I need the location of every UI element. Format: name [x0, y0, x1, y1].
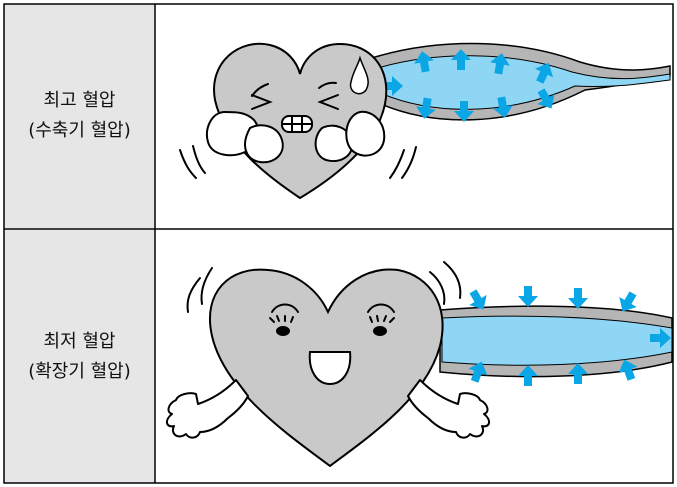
label-diastolic: 최저 혈압 (확장기 혈압): [4, 230, 155, 483]
label-diastolic-title: 최저 혈압: [44, 327, 116, 357]
label-systolic: 최고 혈압 (수축기 혈압): [4, 4, 155, 228]
systolic-illustration: [180, 44, 670, 199]
label-systolic-title: 최고 혈압: [44, 86, 116, 116]
vessel-blood-bottom: [442, 316, 672, 365]
label-diastolic-subtitle: (확장기 혈압): [28, 357, 131, 387]
diastolic-illustration: [167, 262, 672, 466]
label-systolic-subtitle: (수축기 혈압): [28, 116, 131, 146]
